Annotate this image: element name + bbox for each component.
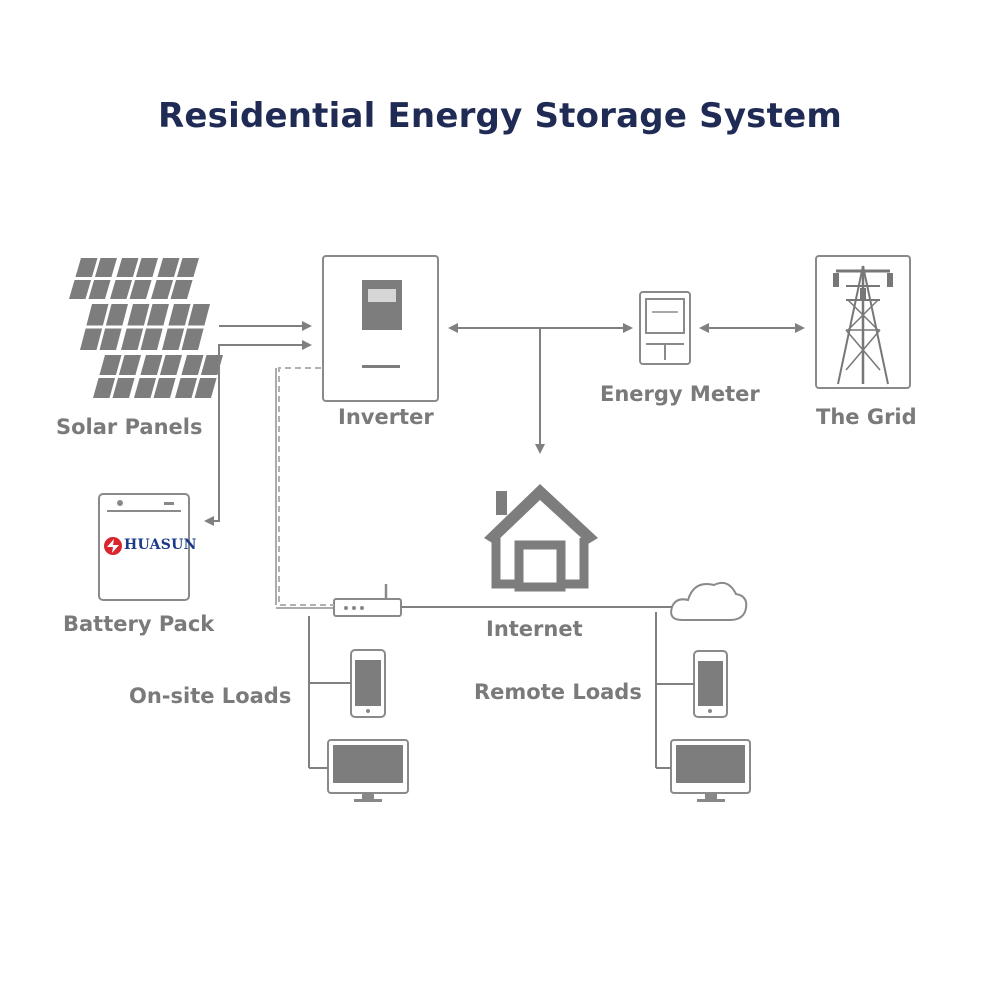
battery-brand-logo: HUASUN — [124, 537, 197, 553]
solar-cell — [181, 355, 204, 375]
energy-meter-icon — [639, 291, 691, 365]
solar-cell — [121, 328, 144, 350]
router-icon — [333, 584, 402, 617]
solar-cell — [116, 258, 139, 277]
solar-cell — [194, 378, 217, 398]
solar-cell — [140, 328, 163, 350]
solar-cell — [94, 258, 117, 277]
label-energy-meter: Energy Meter — [600, 382, 760, 406]
solar-cell — [153, 378, 176, 398]
solar-cell — [129, 280, 152, 299]
label-internet: Internet — [486, 617, 583, 641]
label-the-grid: The Grid — [816, 405, 917, 429]
onsite-phone-icon — [350, 649, 386, 718]
label-solar-panels: Solar Panels — [56, 415, 203, 439]
remote-monitor-icon — [670, 739, 751, 802]
solar-cell — [127, 304, 150, 326]
solar-cell — [151, 280, 174, 299]
label-remote-loads: Remote Loads — [474, 680, 642, 704]
label-onsite-loads: On-site Loads — [129, 684, 292, 708]
data-link-dashed — [278, 367, 334, 606]
solar-cell — [176, 258, 199, 277]
cloud-icon — [670, 581, 748, 621]
battery-pack-icon — [98, 493, 190, 601]
house-icon — [484, 484, 598, 592]
solar-cell — [99, 355, 122, 375]
solar-cell — [99, 328, 122, 350]
label-inverter: Inverter — [338, 405, 434, 429]
solar-cell — [86, 304, 109, 326]
solar-cell — [112, 378, 135, 398]
solar-cell — [146, 304, 169, 326]
solar-cell — [69, 280, 92, 299]
solar-cell — [170, 280, 193, 299]
solar-cell — [93, 378, 116, 398]
solar-cell — [162, 328, 185, 350]
solar-cell — [118, 355, 141, 375]
solar-cell — [110, 280, 133, 299]
label-battery-pack: Battery Pack — [63, 612, 215, 636]
solar-cell — [88, 280, 111, 299]
connectors — [204, 321, 805, 769]
power-grid-icon — [815, 255, 911, 389]
solar-cell — [75, 258, 98, 277]
solar-cell — [105, 304, 128, 326]
remote-phone-icon — [693, 650, 728, 718]
solar-cell — [159, 355, 182, 375]
page-title: Residential Energy Storage System — [158, 96, 842, 136]
solar-cell — [168, 304, 191, 326]
solar-cell — [175, 378, 198, 398]
solar-cell — [135, 258, 158, 277]
inverter-icon — [322, 255, 439, 402]
solar-cell — [134, 378, 157, 398]
solar-cell — [80, 328, 103, 350]
solar-cell — [140, 355, 163, 375]
solar-cell — [157, 258, 180, 277]
onsite-monitor-icon — [327, 739, 409, 802]
solar-cell — [187, 304, 210, 326]
solar-cell — [181, 328, 204, 350]
solar-panels-icon — [69, 258, 223, 398]
inverter-battery-arrow — [204, 340, 312, 526]
